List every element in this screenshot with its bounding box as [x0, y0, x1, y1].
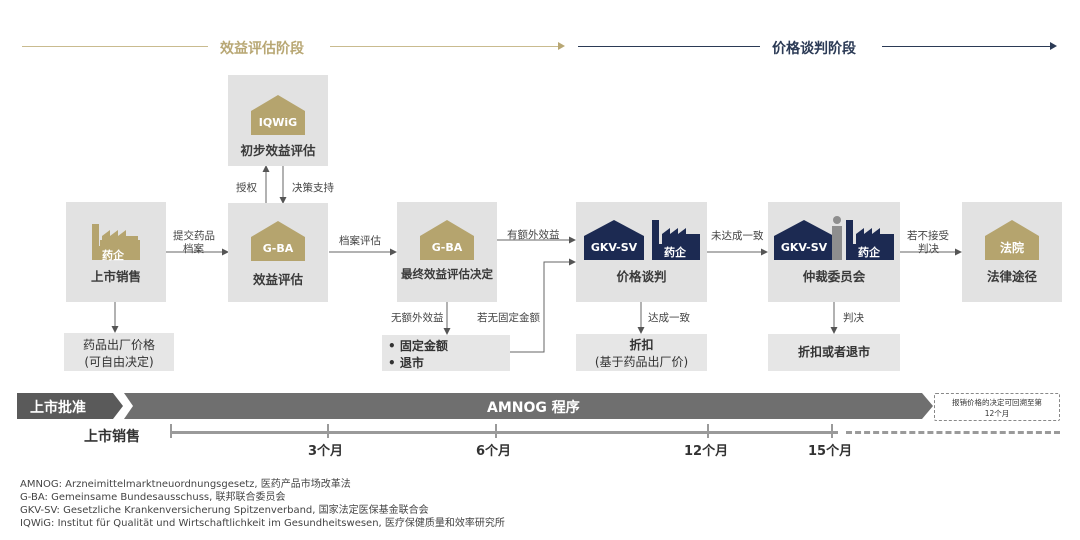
- label-submit-2: 档案: [183, 243, 204, 255]
- approval-bar: [17, 393, 113, 419]
- tick-6m: [495, 424, 497, 438]
- arbitration-company-text: 药企: [858, 246, 880, 259]
- tick-label-12m: 12个月: [684, 444, 729, 459]
- box-launch: 药企 上市销售: [66, 202, 166, 302]
- fixed-withdraw-box: • 固定金额 • 退市: [382, 335, 510, 371]
- factory-icon: [88, 214, 144, 266]
- iqwig-label: 初步效益评估: [240, 143, 316, 158]
- approval-chevron: [113, 393, 123, 419]
- withdraw: 退市: [399, 356, 424, 370]
- arbitration-factory-icon: [842, 212, 898, 264]
- phase-title-benefit: 效益评估阶段: [220, 41, 304, 57]
- review-line1: 报销价格的决定可回溯至第: [952, 398, 1042, 407]
- gba-icon-text: G-BA: [251, 237, 305, 261]
- price-line2: (可自由决定): [84, 355, 154, 369]
- arbitration-gkv-icon: GKV-SV: [774, 220, 834, 260]
- box-gba: G-BA 效益评估: [228, 203, 328, 302]
- negotiation-gkv-icon: GKV-SV: [584, 220, 644, 260]
- negotiation-label: 价格谈判: [616, 269, 667, 284]
- phase-title-negotiation: 价格谈判阶段: [772, 41, 856, 57]
- court-label: 法律途径: [986, 269, 1037, 284]
- launch-label: 上市销售: [90, 269, 141, 284]
- sales-line-start-tick: [170, 424, 172, 438]
- label-not-accept-1: 若不接受: [907, 230, 949, 242]
- tick-15m: [831, 424, 833, 438]
- discount-sub: (基于药品出厂价): [594, 355, 689, 369]
- final-house-icon: G-BA: [420, 220, 474, 260]
- final-icon-text: G-BA: [420, 236, 474, 260]
- box-negotiation: GKV-SV 药企 价格谈判: [576, 202, 707, 302]
- arbitration-label: 仲裁委员会: [802, 269, 866, 284]
- review-note-box: 报销价格的决定可回溯至第 12个月: [934, 393, 1060, 421]
- tick-label-15m: 15个月: [808, 444, 853, 459]
- arbitration-gkv-text: GKV-SV: [774, 236, 834, 260]
- iqwig-icon-text: IQWiG: [251, 111, 305, 135]
- negotiation-gkv-text: GKV-SV: [584, 236, 644, 260]
- sales-line-dashed: [846, 431, 1060, 434]
- phase-right-arrowhead: [1050, 42, 1057, 50]
- label-if-no-fixed: 若无固定金额: [477, 312, 540, 324]
- amnog-bar: [124, 393, 922, 419]
- label-dossier-eval: 档案评估: [339, 235, 381, 247]
- label-submit-1: 提交药品: [173, 230, 215, 242]
- arb-result: 折扣或者退市: [797, 345, 870, 359]
- phase-left-line-a: [22, 46, 208, 47]
- label-ruling: 判决: [843, 312, 864, 324]
- fixed-amount: 固定金额: [399, 339, 448, 353]
- iqwig-house-icon: IQWiG: [251, 95, 305, 135]
- approval-label: 上市批准: [30, 400, 86, 416]
- tick-label-3m: 3个月: [308, 444, 344, 459]
- gba-house-icon: G-BA: [251, 221, 305, 261]
- court-icon-text: 法院: [985, 236, 1039, 260]
- sales-label: 上市销售: [84, 429, 140, 445]
- phase-right-line-b: [882, 46, 1052, 47]
- label-added-benefit: 有额外效益: [507, 229, 560, 241]
- launch-icon-text: 药企: [102, 249, 124, 262]
- label-authorize: 授权: [236, 182, 257, 194]
- negotiation-factory-icon: [648, 212, 704, 264]
- footnote-amnog: AMNOG: Arzneimittelmarktneuordnungsgeset…: [20, 479, 351, 490]
- price-line1: 药品出厂价格: [82, 338, 155, 352]
- negotiation-company-text: 药企: [664, 246, 686, 259]
- label-agreement: 达成一致: [648, 312, 690, 324]
- phase-left-arrowhead: [558, 42, 565, 50]
- tick-3m: [327, 424, 329, 438]
- gba-label: 效益评估: [252, 272, 303, 287]
- box-final-decision: G-BA 最终效益评估决定: [397, 202, 497, 302]
- review-line2: 12个月: [984, 409, 1010, 418]
- arrow-if-no-fixed: [510, 258, 576, 353]
- phase-right-line-a: [578, 46, 760, 47]
- court-house-icon: 法院: [985, 220, 1039, 260]
- tick-label-6m: 6个月: [476, 444, 512, 459]
- footnote-gkv: GKV-SV: Gesetzliche Krankenversicherung …: [20, 505, 429, 516]
- arbiter-person-icon: [832, 216, 842, 262]
- label-decision-support: 决策支持: [292, 182, 334, 194]
- label-no-agreement: 未达成一致: [711, 230, 764, 242]
- phase-left-line-b: [330, 46, 560, 47]
- sales-line: [170, 431, 838, 434]
- box-arbitration: GKV-SV 药企 仲裁委员会: [768, 202, 900, 302]
- discount-box: 折扣 (基于药品出厂价): [576, 334, 707, 371]
- amnog-chevron-notch: [124, 393, 133, 419]
- arb-result-box: 折扣或者退市: [768, 334, 900, 371]
- box-iqwig: IQWiG 初步效益评估: [228, 75, 328, 166]
- label-not-accept-2: 判决: [918, 243, 939, 255]
- amnog-chevron: [922, 393, 933, 419]
- box-court: 法院 法律途径: [962, 202, 1062, 302]
- discount-title: 折扣: [629, 338, 654, 352]
- price-box: 药品出厂价格 (可自由决定): [64, 333, 174, 371]
- amnog-label: AMNOG 程序: [487, 400, 580, 416]
- footnote-gba: G-BA: Gemeinsame Bundesausschuss, 联邦联合委员…: [20, 492, 286, 503]
- footnote-iqwig: IQWiG: Institut für Qualität und Wirtsch…: [20, 518, 505, 529]
- label-no-added-benefit: 无额外效益: [391, 312, 444, 324]
- tick-12m: [707, 424, 709, 438]
- final-label: 最终效益评估决定: [401, 267, 493, 281]
